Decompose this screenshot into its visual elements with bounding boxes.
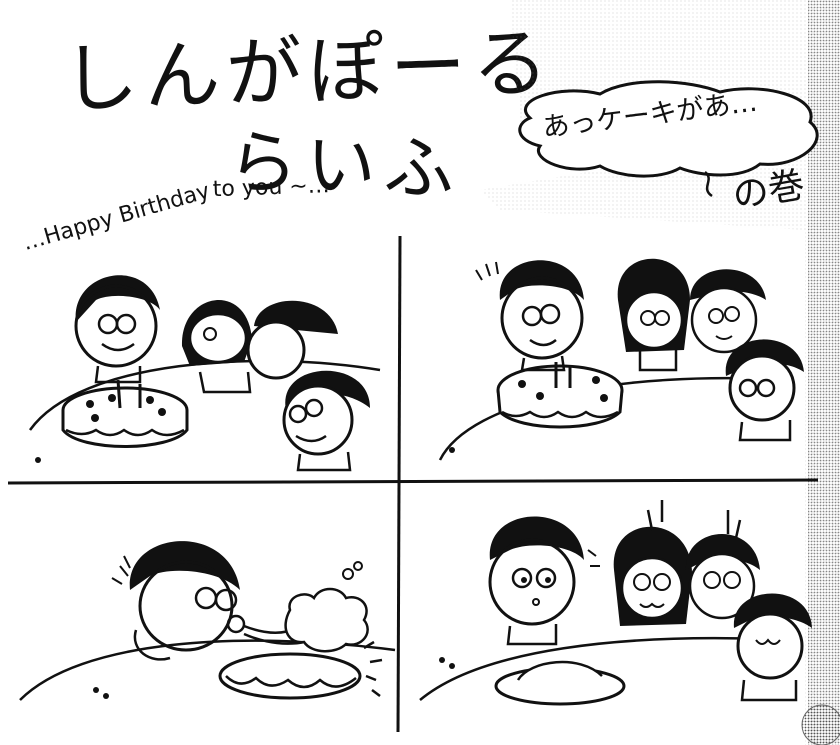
song-lyrics-end: to you ~… (212, 173, 331, 203)
panel-2-waiting (438, 254, 804, 461)
panel-divider-vertical (396, 235, 402, 733)
thought-bubble-tail (704, 171, 713, 198)
panel-4-aftermath (419, 500, 812, 706)
panel-divider-horizontal (7, 478, 819, 485)
screentone-right-edge (808, 0, 840, 745)
halftone-blob (801, 704, 840, 745)
panel-3-blowing-candles (19, 541, 396, 701)
thought-bubble (518, 80, 819, 178)
panel-1-birthday-song (28, 275, 381, 472)
